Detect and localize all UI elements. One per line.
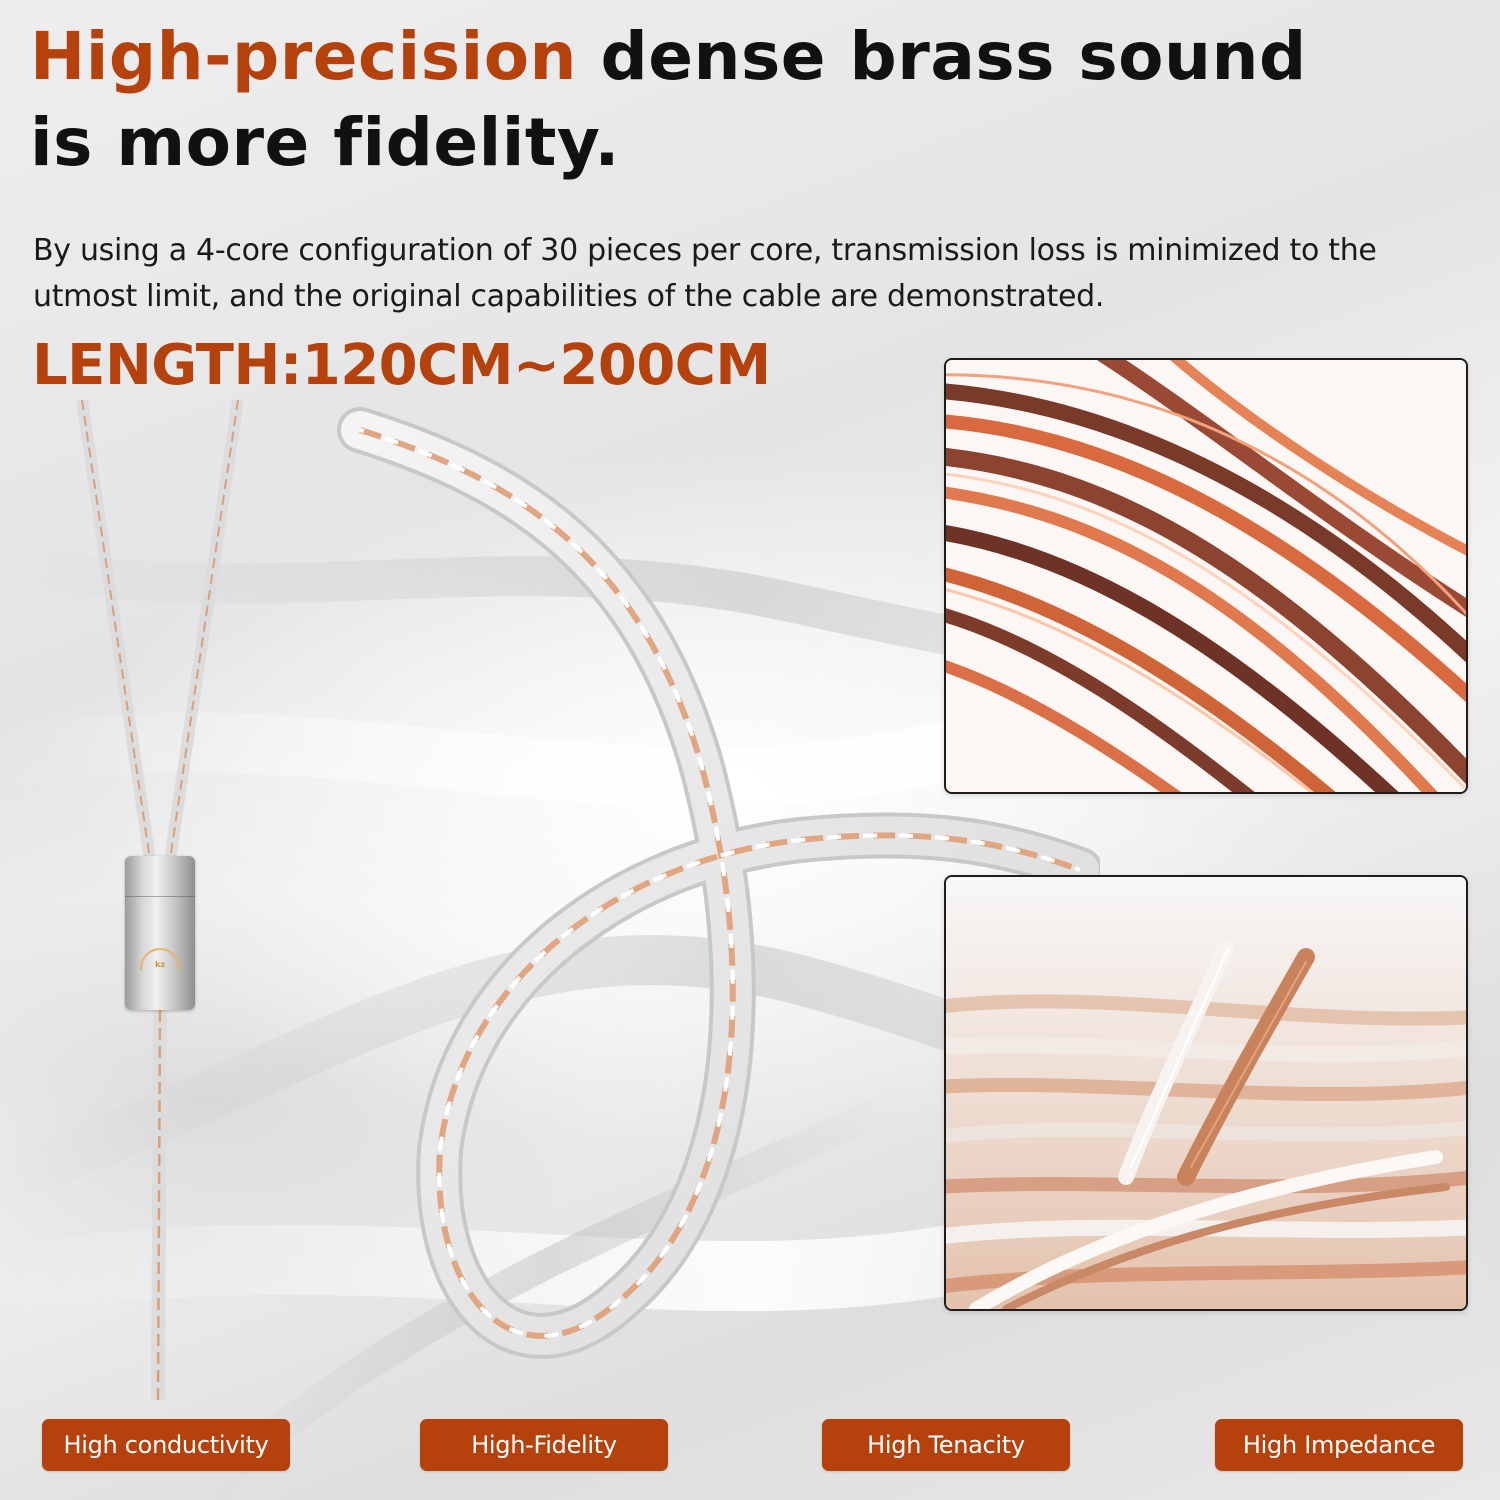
copper-wire-photo [944, 358, 1468, 794]
stranded-cable-image [946, 877, 1466, 1309]
headline: High-precision dense brass sound is more… [30, 14, 1307, 186]
looped-cable [337, 407, 1100, 1359]
cable-illustration [76, 399, 1100, 1400]
stranded-cable-photo [944, 875, 1468, 1311]
feature-high-impedance[interactable]: High Impedance [1215, 1419, 1463, 1471]
feature-high-conductivity[interactable]: High conductivity [42, 1419, 290, 1471]
brand-logo-text: kz [155, 960, 165, 969]
feature-high-tenacity[interactable]: High Tenacity [822, 1419, 1070, 1471]
product-description: By using a 4-core configuration of 30 pi… [33, 233, 1377, 314]
length-label: LENGTH:120CM~200CM [32, 333, 771, 398]
feature-high-fidelity[interactable]: High-Fidelity [420, 1419, 668, 1471]
headline-line1-rest: dense brass sound [577, 18, 1307, 95]
copper-wire-image [946, 360, 1466, 792]
y-split-wires [76, 399, 244, 1400]
headline-line2: is more fidelity. [30, 104, 620, 181]
headline-accent: High-precision [30, 18, 578, 95]
cable-splitter: kz [125, 856, 195, 1010]
feature-buttons: High conductivity High-Fidelity High Ten… [0, 1419, 1500, 1473]
